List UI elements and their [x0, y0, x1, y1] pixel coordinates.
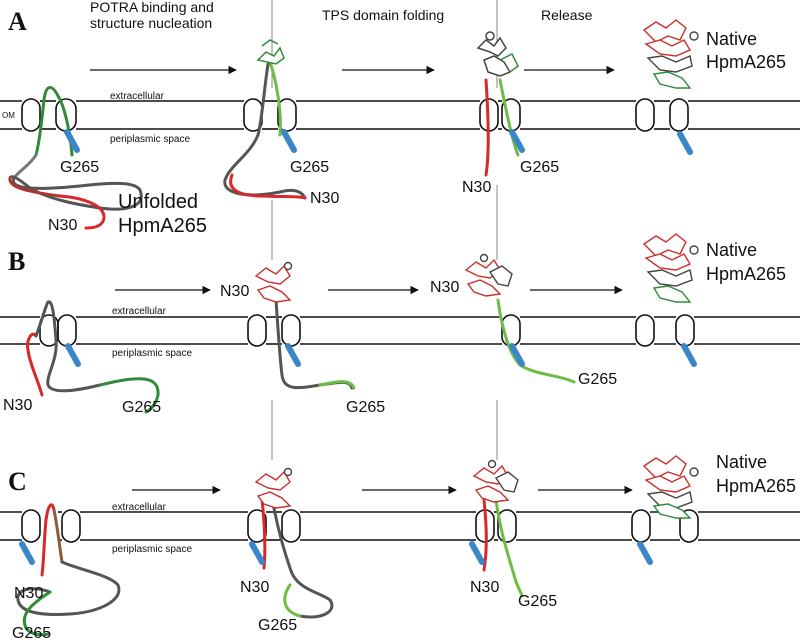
native-label-b-line1: Native: [706, 240, 757, 260]
n30-label-a2: N30: [310, 190, 339, 207]
native-label-a-line2: HpmA265: [706, 52, 786, 72]
membrane-c: [0, 509, 800, 543]
unfolded-chain-a: [8, 86, 143, 230]
periplasmic-label-b: periplasmic space: [112, 348, 192, 359]
nterm-fold-b2: [254, 261, 293, 303]
membrane-a: [0, 98, 800, 132]
potra-c2: [249, 541, 265, 565]
n30-label-b3: N30: [430, 279, 459, 296]
om-label: OM: [2, 111, 15, 120]
potra-b3: [509, 343, 525, 367]
extracellular-label-b: extracellular: [112, 306, 167, 317]
potra-a3: [509, 129, 525, 153]
nterm-fold-c2: [254, 467, 293, 509]
step-headings: POTRA binding and structure nucleation T…: [90, 0, 593, 31]
nucleation-chain-c: [260, 496, 334, 619]
n30-label-b2: N30: [220, 283, 249, 300]
g265-label-c2: G265: [258, 617, 297, 634]
potra-c3: [469, 541, 485, 565]
potra-a4: [677, 131, 693, 155]
g265-label-c3: G265: [518, 593, 557, 610]
potra-b2: [285, 343, 301, 367]
panel-c: C extracellular periplasmic space: [0, 452, 800, 642]
step2-title: TPS domain folding: [322, 7, 444, 23]
native-protein-a: [642, 19, 699, 89]
g265-label-a2: G265: [290, 159, 329, 176]
native-label-a-line1: Native: [706, 29, 757, 49]
partial-fold-c3: [472, 459, 519, 503]
unfolded-chain-c: [16, 503, 121, 637]
folding-chain-b: [496, 298, 576, 384]
potra-b1: [65, 343, 81, 367]
step1-title-line2: structure nucleation: [90, 15, 212, 31]
partial-fold-a3: [476, 31, 519, 77]
partial-fold-b3: [464, 253, 513, 297]
native-protein-c: [642, 455, 699, 519]
native-label-b-line2: HpmA265: [706, 264, 786, 284]
native-protein-b: [642, 233, 699, 303]
nucleation-chain-a: [223, 60, 307, 200]
unfolded-label-line2: HpmA265: [118, 215, 207, 237]
folding-chain-c: [482, 498, 524, 598]
step1-title-line1: POTRA binding and: [90, 0, 214, 15]
g265-label-c1: G265: [12, 625, 51, 642]
unfolded-label-line1: Unfolded: [118, 191, 198, 213]
g265-label-b3: G265: [578, 371, 617, 388]
n30-label-c2: N30: [240, 579, 269, 596]
unfolded-chain-b: [26, 300, 160, 414]
potra-a1: [64, 129, 80, 153]
periplasmic-label-c: periplasmic space: [112, 544, 192, 555]
n30-label-c1: N30: [14, 585, 43, 602]
potra-c1: [19, 541, 35, 565]
n30-label-c3: N30: [470, 579, 499, 596]
step3-title: Release: [541, 7, 593, 23]
membrane-b: [0, 314, 800, 347]
n30-label-b1: N30: [3, 397, 32, 414]
nucleus-a2: [256, 39, 285, 65]
panel-a-letter: A: [8, 7, 27, 36]
panel-b-letter: B: [8, 247, 25, 276]
g265-label-a3: G265: [520, 159, 559, 176]
folding-chain-a: [484, 78, 520, 177]
extracellular-label-a: extracellular: [110, 91, 165, 102]
periplasmic-label-a: periplasmic space: [110, 134, 190, 145]
native-label-c-line2: HpmA265: [716, 476, 796, 496]
n30-label-a1: N30: [48, 217, 77, 234]
potra-c4: [637, 541, 653, 565]
potra-a2: [281, 129, 297, 153]
n30-label-a3: N30: [462, 179, 491, 196]
native-label-c-line1: Native: [716, 452, 767, 472]
g265-label-a1: G265: [60, 159, 99, 176]
potra-b4: [681, 343, 697, 367]
g265-label-b2: G265: [346, 399, 385, 416]
panel-b: B extracellular periplasmic space: [0, 233, 800, 416]
nucleation-chain-b: [274, 298, 356, 390]
panel-c-letter: C: [8, 467, 27, 496]
step-dividers: [271, 0, 498, 460]
panel-a: A OM extracellular periplasmic space: [0, 7, 800, 237]
extracellular-label-c: extracellular: [112, 502, 167, 513]
g265-label-b1: G265: [122, 399, 161, 416]
